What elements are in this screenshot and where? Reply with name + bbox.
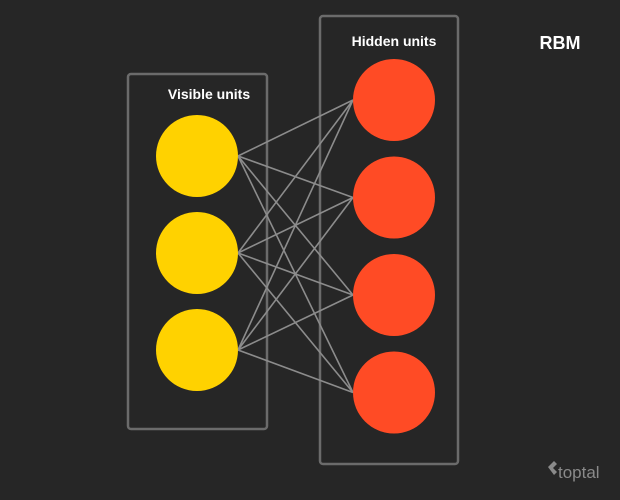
hidden-unit-2 — [353, 156, 435, 239]
connection-v3-h1 — [237, 99, 354, 351]
visible-layer-label: Visible units — [168, 86, 250, 102]
connection-v3-h4 — [237, 349, 354, 394]
hidden-unit-4 — [353, 351, 435, 434]
connection-v2-h1 — [237, 99, 354, 254]
connections — [237, 99, 354, 394]
connection-v3-h3 — [237, 294, 354, 351]
visible-units — [156, 115, 238, 391]
visible-layer-box — [126, 72, 269, 431]
visible-unit-1 — [156, 115, 238, 197]
hidden-units — [353, 59, 435, 434]
toptal-logo-icon — [548, 461, 557, 475]
visible-unit-2 — [156, 212, 238, 294]
connection-v3-h2 — [237, 197, 354, 351]
logo-text: toptal — [558, 463, 600, 482]
hidden-unit-3 — [353, 254, 435, 336]
toptal-logo: toptal — [548, 461, 600, 482]
hidden-unit-1 — [353, 59, 435, 141]
hidden-layer-label: Hidden units — [352, 33, 437, 49]
visible-unit-3 — [156, 309, 238, 391]
connection-v1-h1 — [237, 99, 354, 157]
diagram-title: RBM — [540, 33, 581, 53]
